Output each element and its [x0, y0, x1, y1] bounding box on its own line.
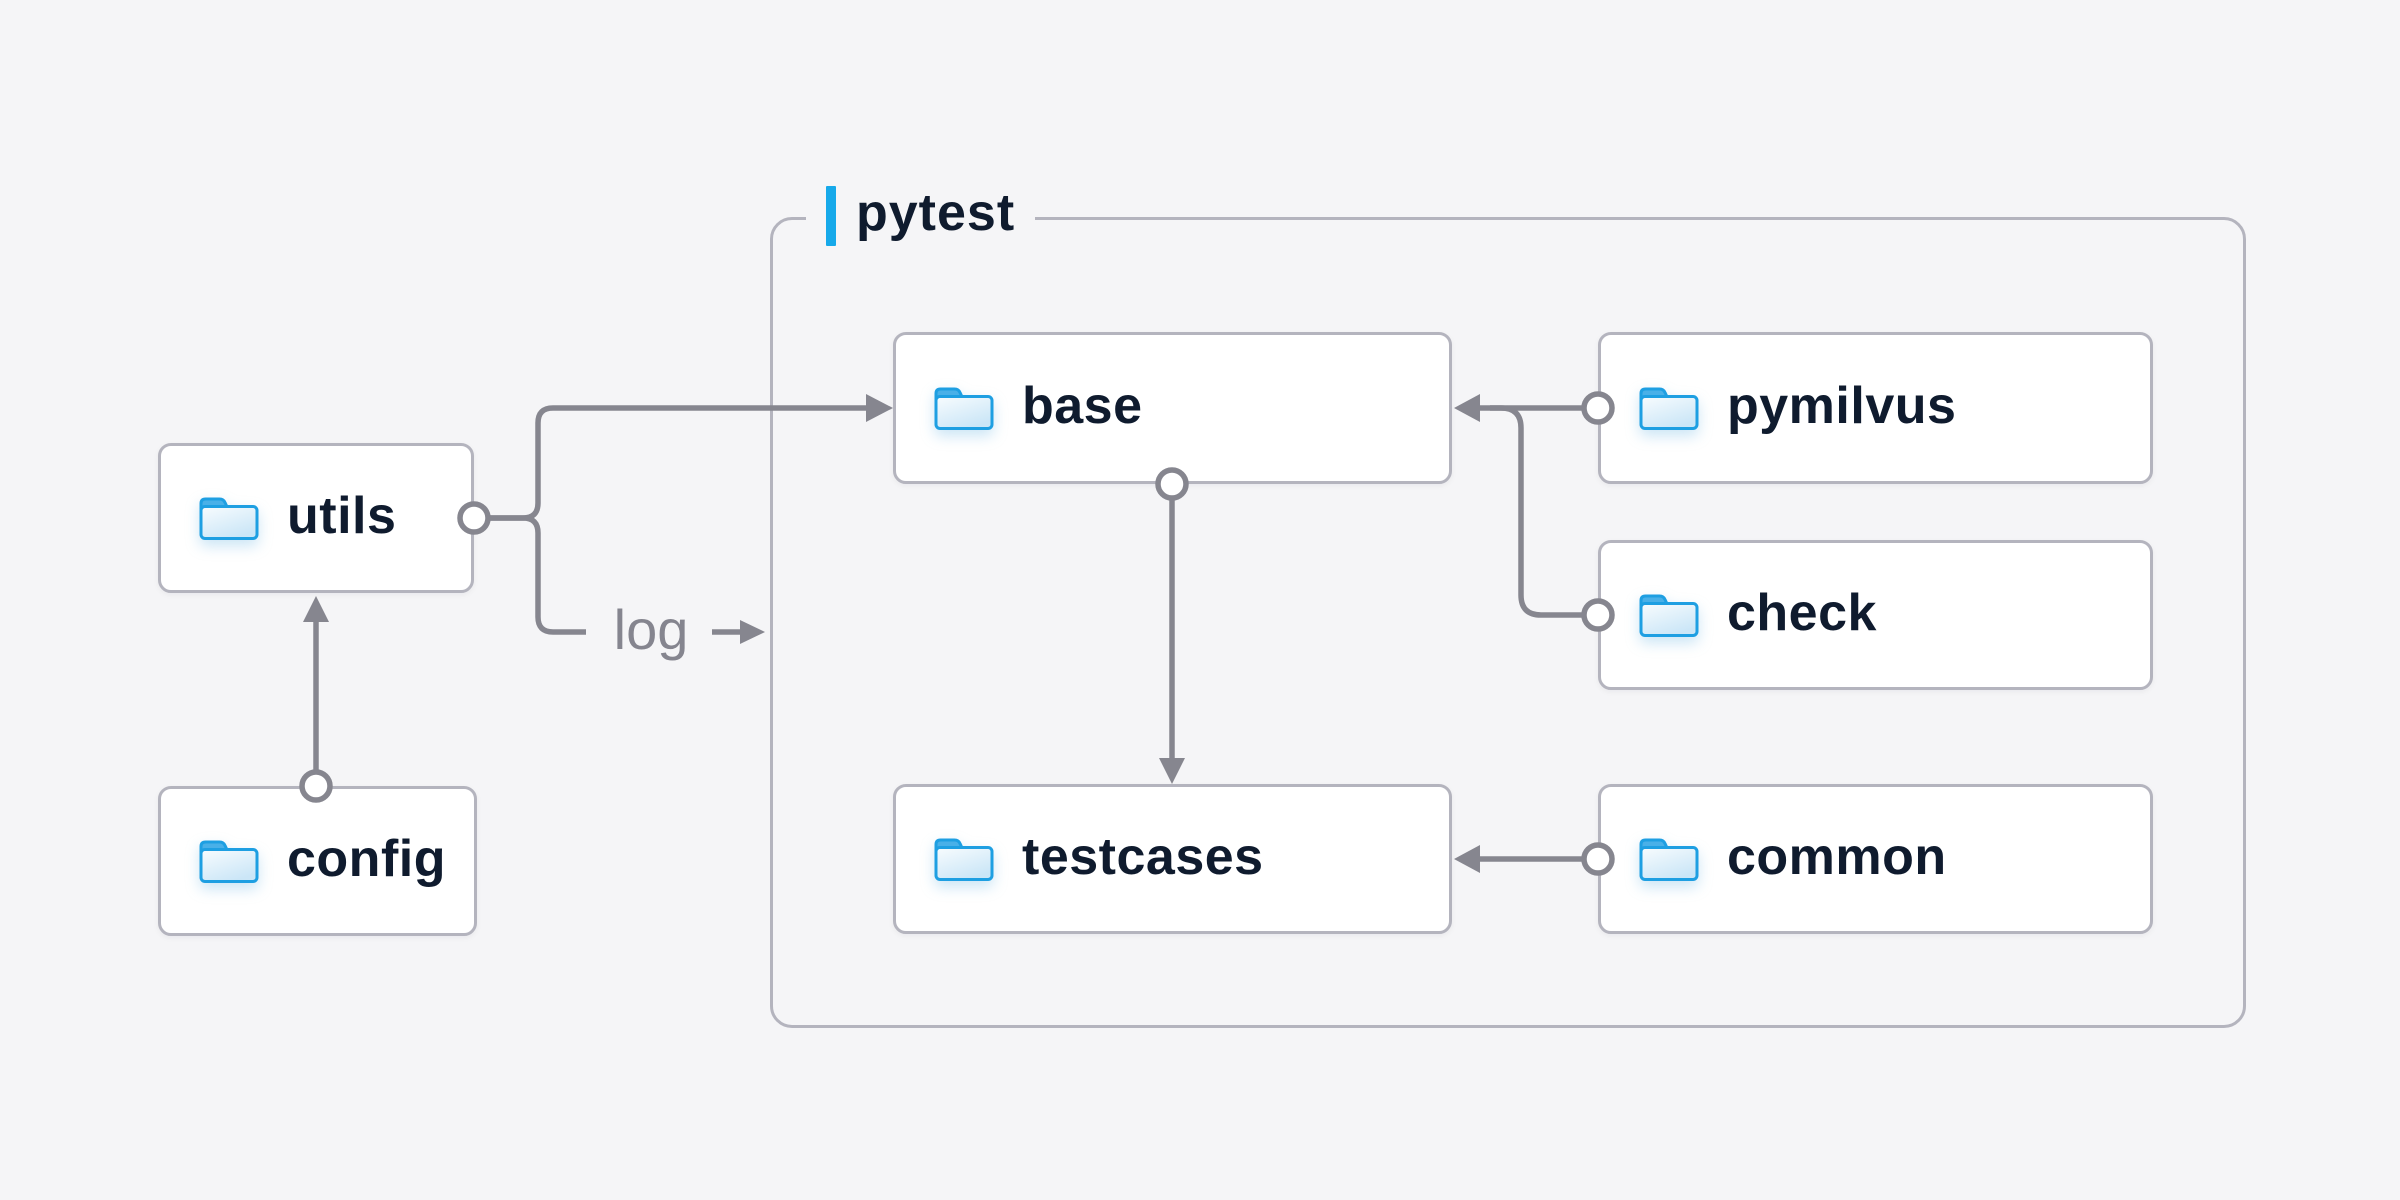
edge-utils-log: [488, 515, 586, 635]
node-label: common: [1727, 828, 1947, 886]
node-testcases: testcases: [893, 784, 1452, 934]
folder-icon: [1639, 387, 1699, 430]
node-utils: utils: [158, 443, 474, 593]
node-config: config: [158, 786, 477, 936]
node-pymilvus: pymilvus: [1598, 332, 2153, 484]
arrowhead-log-into-pytest: [740, 620, 765, 644]
pytest-group-label: pytest: [806, 183, 1036, 249]
pytest-group-container: [770, 217, 2246, 1028]
group-title: pytest: [856, 184, 1016, 242]
folder-icon: [1639, 838, 1699, 881]
node-label: pymilvus: [1727, 377, 1957, 435]
node-label: utils: [287, 487, 397, 545]
node-label: base: [1022, 377, 1143, 435]
node-base: base: [893, 332, 1452, 484]
node-check: check: [1598, 540, 2153, 690]
accent-bar-icon: [826, 186, 836, 246]
node-label: config: [287, 830, 446, 888]
folder-icon: [934, 387, 994, 430]
folder-icon: [199, 840, 259, 883]
node-label: check: [1727, 584, 1877, 642]
node-label: testcases: [1022, 828, 1264, 886]
folder-icon: [199, 497, 259, 540]
node-common: common: [1598, 784, 2153, 934]
edge-label-log: log: [613, 598, 689, 661]
arrowhead-config-utils: [303, 596, 329, 622]
folder-icon: [934, 838, 994, 881]
folder-icon: [1639, 594, 1699, 637]
